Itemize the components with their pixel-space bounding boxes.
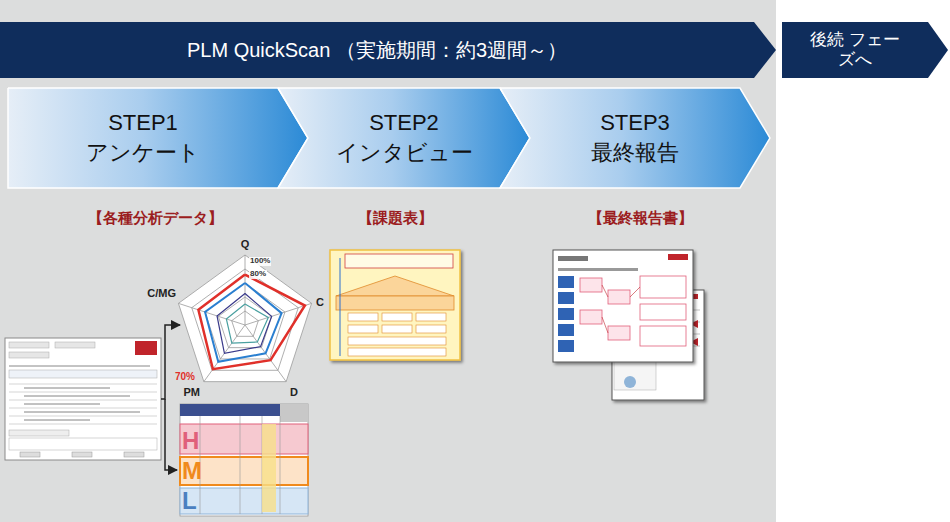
step-chevron-outline — [500, 88, 770, 188]
ground-panel — [0, 0, 776, 522]
node-title: STEP2 — [369, 110, 439, 136]
priority-letter: H — [182, 428, 199, 454]
node-title: PLM QuickScan （実施期間：約3週間～） — [187, 38, 567, 62]
form-thumbnail — [5, 338, 161, 460]
report-page-front — [553, 250, 693, 362]
step-chevron-shape — [278, 88, 530, 188]
radar-series — [205, 283, 282, 362]
node-subtitle: インタビュー — [336, 140, 473, 166]
radar-series — [198, 275, 305, 370]
radar-value: 70% — [175, 371, 195, 382]
radar-grid — [178, 255, 311, 382]
section-label: 【最終報告書】 — [588, 210, 693, 227]
radar-axis-label: D — [290, 386, 298, 398]
priority-letter: M — [182, 458, 202, 484]
radar-axis — [245, 255, 246, 325]
risk-table-thumbnail — [180, 404, 308, 516]
radar-scale: 80% — [249, 270, 267, 279]
phase-banner-outline — [0, 22, 776, 78]
node-subtitle: 最終報告 — [591, 140, 679, 166]
step-chevron-shape — [500, 88, 770, 188]
phase-banner: PLM QuickScan （実施期間：約3週間～） — [0, 22, 776, 78]
radar-chart — [178, 255, 311, 382]
radar-series — [226, 304, 268, 343]
node-title: STEP1 — [108, 110, 178, 136]
step-chevron-outline — [8, 88, 308, 188]
section-label: 【課題表】 — [358, 210, 433, 227]
node-title: STEP3 — [600, 110, 670, 136]
next-phase-arrow: 後続 フェーズへ — [782, 22, 948, 78]
step-chevron-shape — [8, 88, 308, 188]
radar-scale: 100% — [249, 257, 271, 266]
next-phase-arrow-outline — [782, 22, 948, 78]
step-chevron: STEP3 最終報告 — [500, 88, 770, 188]
radar-axis-label: PM — [184, 386, 201, 398]
radar-axis-label: C — [316, 296, 324, 308]
radar-series — [217, 294, 272, 354]
node-subtitle: アンケート — [86, 140, 200, 166]
issue-table-thumbnail — [330, 250, 460, 360]
node-title: 後続 フェーズへ — [805, 30, 905, 71]
priority-letter: L — [182, 488, 197, 514]
section-label: 【各種分析データ】 — [88, 210, 223, 227]
step-chevron-outline — [278, 88, 530, 188]
radar-axis-label: C/MG — [147, 287, 176, 299]
step-chevron: STEP2 インタビュー — [278, 88, 530, 188]
step-chevron: STEP1 アンケート — [8, 88, 308, 188]
radar-axis-label: Q — [241, 238, 250, 250]
issue-table-detail — [336, 254, 454, 356]
bracket-arrows — [161, 325, 180, 470]
